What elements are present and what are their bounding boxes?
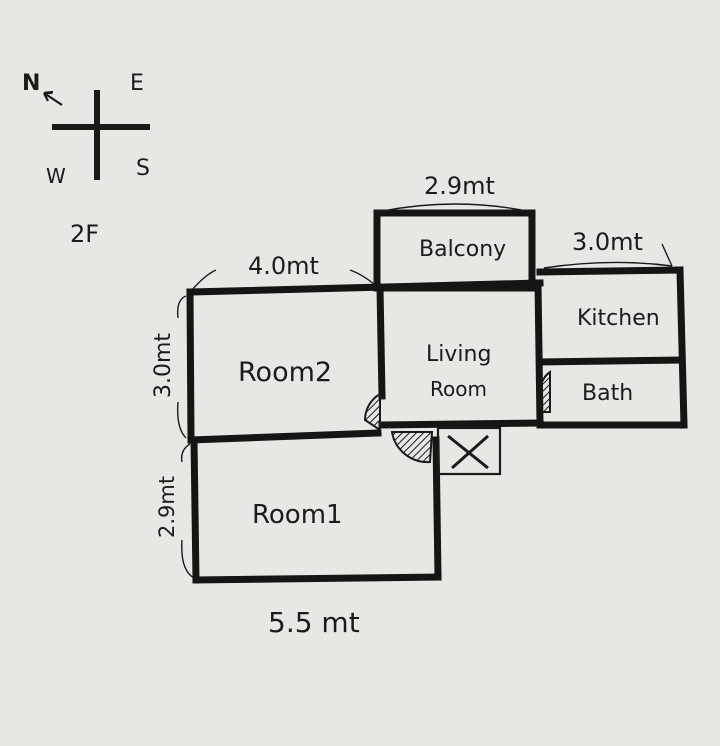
room1-bottom-wall: [192, 573, 442, 584]
north-arrowhead-lines: [43, 90, 54, 102]
room1-height-label: 2.9mt: [155, 476, 179, 538]
room2-living-divider: [376, 284, 386, 400]
room2-side-dim-arc: [176, 295, 187, 439]
room2-label: Room2: [238, 357, 332, 388]
kitchen-width-label: 3.0mt: [572, 228, 643, 256]
balcony-width-label: 2.9mt: [424, 172, 495, 200]
top-wall: [186, 279, 544, 296]
dimension-lines: [176, 203, 673, 579]
living-bottom-wall: [378, 419, 544, 429]
room2-height-label: 3.0mt: [151, 333, 176, 398]
kitchen-top-wall: [536, 266, 684, 276]
kitchen-dim-arc: [543, 243, 673, 269]
kitchen-bath-divider: [536, 356, 684, 366]
room1-side-dim-arc: [180, 443, 195, 579]
balcony-label: Balcony: [419, 237, 506, 262]
room2-top-dim-arc: [191, 269, 379, 291]
room1-width-label: 5.5 mt: [268, 606, 360, 639]
compass-south-label: S: [136, 156, 150, 181]
floor-label: 2F: [70, 220, 99, 248]
room2-width-label: 4.0mt: [248, 252, 319, 280]
compass-north-label: N: [22, 71, 40, 96]
room2-bottom-wall: [187, 429, 382, 444]
living-room-label-line2: Room: [430, 377, 487, 401]
compass-west-label: W: [46, 164, 66, 188]
room2-door-swing: [363, 392, 381, 432]
stair-void: [436, 426, 502, 476]
kitchen-right-wall: [676, 266, 688, 429]
bath-label: Bath: [582, 381, 633, 406]
north-arrow-icon: [43, 92, 63, 106]
stair-box: [436, 426, 502, 476]
bath-door-swing: [537, 370, 551, 413]
room1-left-wall: [190, 436, 200, 584]
living-door-swing: [390, 431, 434, 464]
stair-cross-b: [451, 434, 489, 470]
compass-east-label: E: [130, 71, 144, 96]
room1-right-wall: [432, 436, 442, 581]
room2-left-wall: [186, 288, 195, 444]
living-room-label-line1: Living: [426, 342, 491, 367]
walls: [186, 209, 688, 584]
room1-label: Room1: [252, 500, 343, 530]
balcony-dim-arc: [377, 203, 533, 213]
kitchen-label: Kitchen: [577, 306, 660, 331]
compass: N E S W: [22, 71, 150, 188]
